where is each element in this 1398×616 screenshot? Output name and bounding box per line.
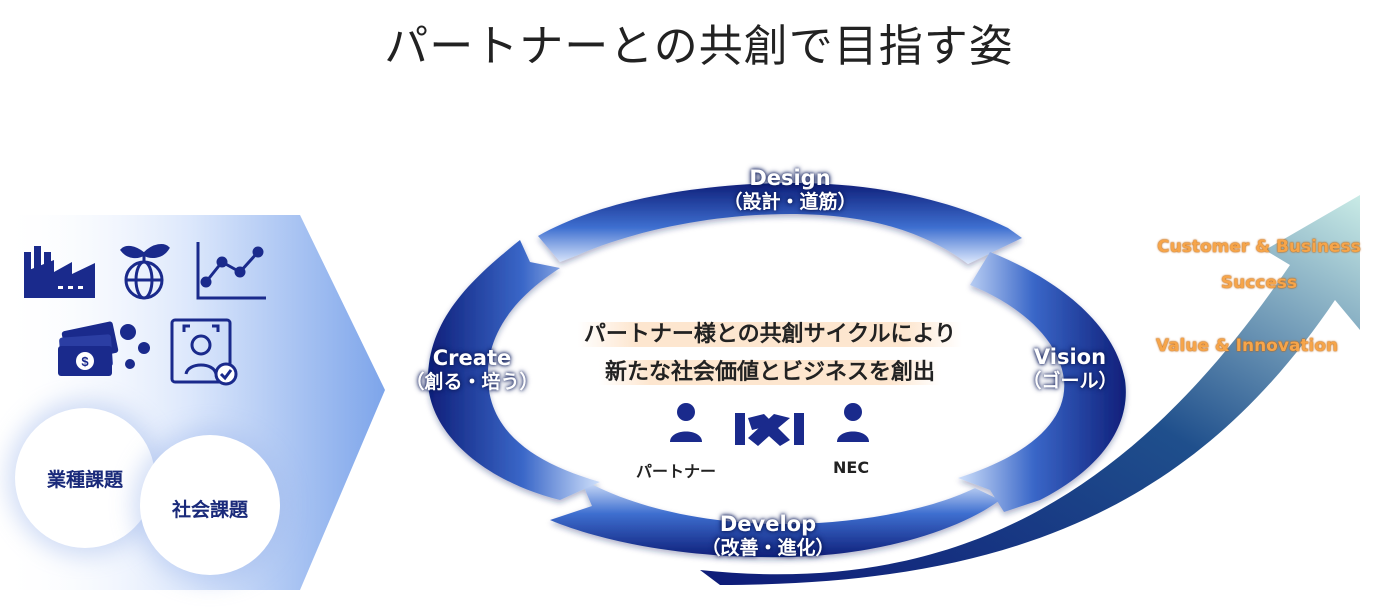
phase-create: Create （創る・培う） bbox=[392, 346, 552, 394]
outcome-value-innovation: Value & Innovation bbox=[1155, 336, 1339, 356]
phase-develop-subtitle: （改善・進化） bbox=[701, 537, 835, 560]
svg-text:$: $ bbox=[81, 354, 89, 369]
phase-develop: Develop （改善・進化） bbox=[668, 512, 868, 560]
handshake-icon bbox=[735, 413, 804, 446]
page-title: パートナーとの共創で目指す姿 bbox=[384, 21, 1014, 72]
phase-vision-title: Vision bbox=[1033, 345, 1107, 369]
social-issue-bubble bbox=[140, 435, 280, 575]
growth-arrow bbox=[700, 195, 1360, 585]
outcome-customer-business: Customer & Business bbox=[1157, 237, 1361, 257]
partner-person-icon bbox=[670, 403, 702, 442]
cycle-segment-vision bbox=[958, 252, 1126, 512]
cycle-statement-line1: パートナー様との共創サイクルにより bbox=[577, 322, 963, 347]
industry-issue-bubble bbox=[15, 408, 155, 548]
cycle-statement: パートナー様との共創サイクルにより 新たな社会価値とビジネスを創出 bbox=[545, 316, 995, 392]
globe-sprout-icon bbox=[120, 244, 170, 300]
partner-label: パートナー bbox=[636, 462, 717, 481]
phase-design: Design （設計・道筋） bbox=[690, 166, 890, 214]
cycle-statement-line2: 新たな社会価値とビジネスを創出 bbox=[598, 360, 941, 385]
phase-create-subtitle: （創る・培う） bbox=[405, 371, 539, 394]
phase-design-subtitle: （設計・道筋） bbox=[723, 191, 857, 214]
factory-icon bbox=[24, 246, 95, 298]
cycle-segment-develop bbox=[550, 478, 1000, 558]
cycle-segment-create bbox=[428, 240, 600, 500]
nec-label: NEC bbox=[833, 458, 870, 477]
industry-issue-label: 業種課題 bbox=[46, 469, 123, 491]
outcome-success: Success bbox=[1220, 273, 1298, 293]
phase-vision: Vision （ゴール） bbox=[1005, 345, 1135, 393]
phase-create-title: Create bbox=[432, 346, 512, 370]
phase-design-title: Design bbox=[749, 166, 831, 190]
nec-person-icon bbox=[837, 403, 869, 442]
line-chart-icon bbox=[196, 242, 266, 300]
phase-develop-title: Develop bbox=[719, 512, 817, 536]
cycle-segment-design bbox=[538, 182, 1022, 264]
social-issue-label: 社会課題 bbox=[171, 499, 248, 521]
money-icon: $ bbox=[58, 321, 150, 376]
face-recognition-icon bbox=[170, 318, 238, 386]
phase-vision-subtitle: （ゴール） bbox=[1022, 370, 1118, 393]
